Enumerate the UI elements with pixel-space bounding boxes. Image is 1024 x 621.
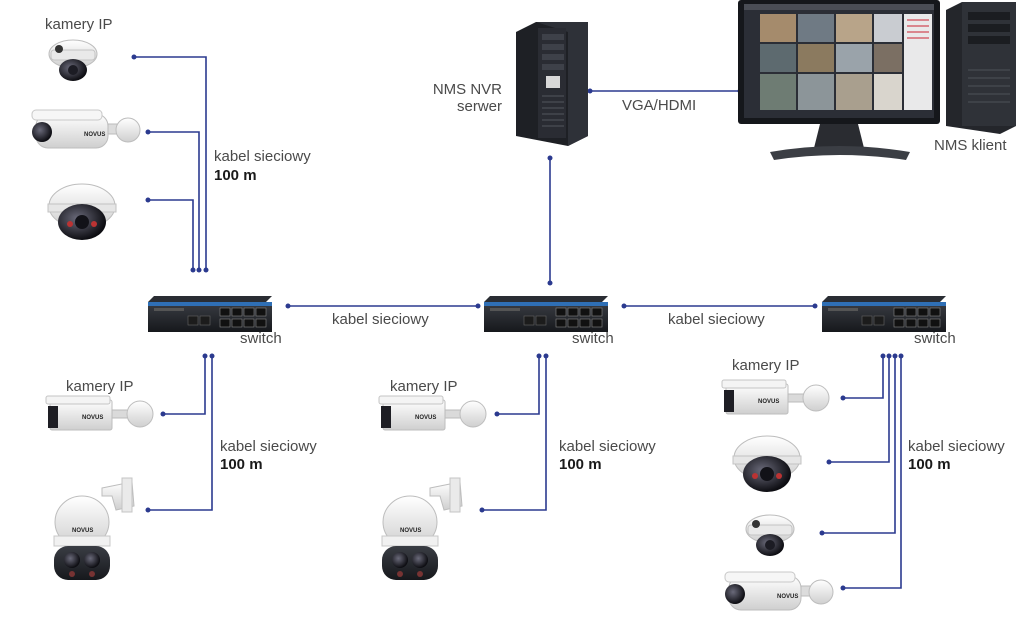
wire-cam5 [148,356,213,511]
wire-cam7 [482,356,547,511]
camera-ptz-2 [381,477,463,581]
wires [131,54,904,591]
wire-cam2 [148,131,200,270]
label-cable-top-left: kabel sieciowy [214,148,311,165]
wire-cam1 [134,56,207,270]
switch-right [821,295,947,333]
label-server-line1: NMS NVR [433,81,502,98]
client-tower [946,2,1016,134]
label-cable-switch-left: kabel sieciowy [332,311,429,328]
label-cameras-top-left: kamery IP [45,16,113,33]
label-distance-top-left: 100 m [214,167,257,184]
wire-cam6 [497,356,540,415]
server-tower [516,22,588,146]
switch-left [147,295,273,333]
wire-cam4 [163,356,206,415]
camera-mini-dome-2 [745,514,795,557]
camera-box-3 [721,379,830,415]
label-cable-bottom-left: kabel sieciowy [220,438,317,455]
wire-cam8 [843,356,884,399]
camera-box-1 [45,395,154,431]
wire-cam9 [829,356,890,463]
label-cable-bottom-right: kabel sieciowy [908,438,1005,455]
wire-cam10 [822,356,896,534]
client-monitor [738,0,940,160]
label-distance-bottom-center: 100 m [559,456,602,473]
label-video-link: VGA/HDMI [622,97,696,114]
label-switch-right: switch [914,330,956,347]
label-cable-bottom-center: kabel sieciowy [559,438,656,455]
label-distance-bottom-right: 100 m [908,456,951,473]
label-client: NMS klient [934,137,1007,154]
switch-center [483,295,609,333]
label-cameras-bottom-right: kamery IP [732,357,800,374]
label-server-line2: serwer [457,98,502,115]
label-switch-left: switch [240,330,282,347]
wire-cam3 [148,199,194,270]
label-cameras-bottom-left: kamery IP [66,378,134,395]
label-cable-switch-right: kabel sieciowy [668,311,765,328]
wire-cam11 [843,356,902,589]
camera-ptz-1 [53,477,135,581]
label-switch-center: switch [572,330,614,347]
camera-mini-dome-1 [48,39,98,82]
label-cameras-bottom-center: kamery IP [390,378,458,395]
camera-box-2 [378,395,487,431]
camera-dome-1 [47,183,117,241]
camera-bullet-1 [31,109,141,149]
monitor-video-grid [760,14,902,110]
label-distance-bottom-left: 100 m [220,456,263,473]
camera-dome-2 [732,435,802,493]
camera-bullet-2 [724,571,834,611]
